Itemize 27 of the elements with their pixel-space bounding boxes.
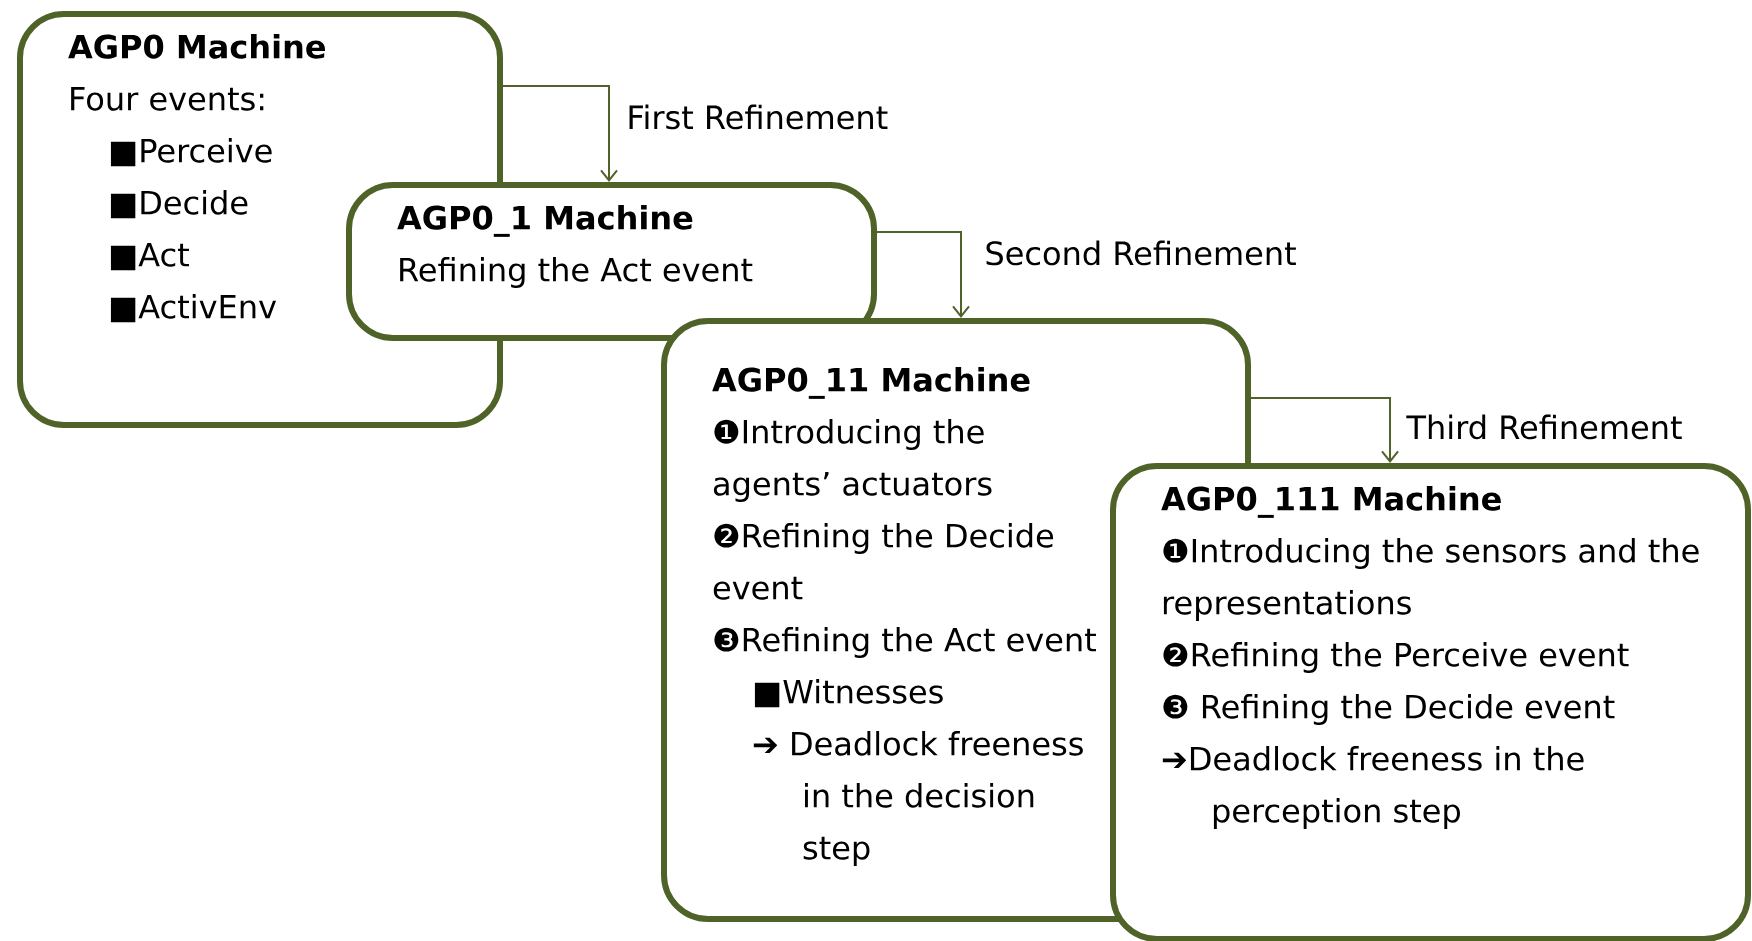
event-item: ➔ Deadlock freeness in the decision step	[753, 731, 1083, 866]
edge-label: Third Refinement	[1406, 414, 1682, 440]
machine-title: AGP0 Machine	[68, 34, 325, 59]
machine-box	[346, 182, 877, 341]
machine-title: AGP0_111 Machine	[1161, 486, 1501, 518]
machine-box	[1110, 463, 1751, 941]
arrow	[1250, 397, 1399, 463]
event-item: ➔Deadlock freeness in the perception step	[1162, 746, 1584, 829]
event-item: ■Witnesses	[754, 679, 943, 708]
edge-label: First Refinement	[629, 104, 888, 130]
machine-title: AGP0_1 Machine	[397, 205, 693, 237]
event-item: ❶Introducing the sensors and the representations	[1163, 538, 1699, 621]
event-item: ❶Introducing the agents’ actuators	[713, 419, 992, 502]
event-item: ❸ Refining the Decide event	[1163, 694, 1615, 725]
machine-title: AGP0_11 Machine	[712, 367, 1030, 399]
arrow	[876, 231, 970, 318]
event-item: ❷Refining the Perceive event	[1163, 642, 1629, 673]
event-item: ■Perceive	[110, 138, 272, 167]
event-item: ■ActivEnv	[110, 294, 277, 323]
event-item: ■Act	[110, 242, 189, 271]
event-item: ■Decide	[110, 190, 248, 219]
event-item: ❸Refining the Act event	[714, 627, 1096, 658]
event-item: Refining the Act event	[400, 257, 753, 288]
event-item: ❷Refining the Decide event	[713, 523, 1054, 600]
event-item: Four events:	[71, 86, 264, 111]
edge-label: Second Refinement	[986, 240, 1296, 266]
arrow	[502, 85, 618, 182]
